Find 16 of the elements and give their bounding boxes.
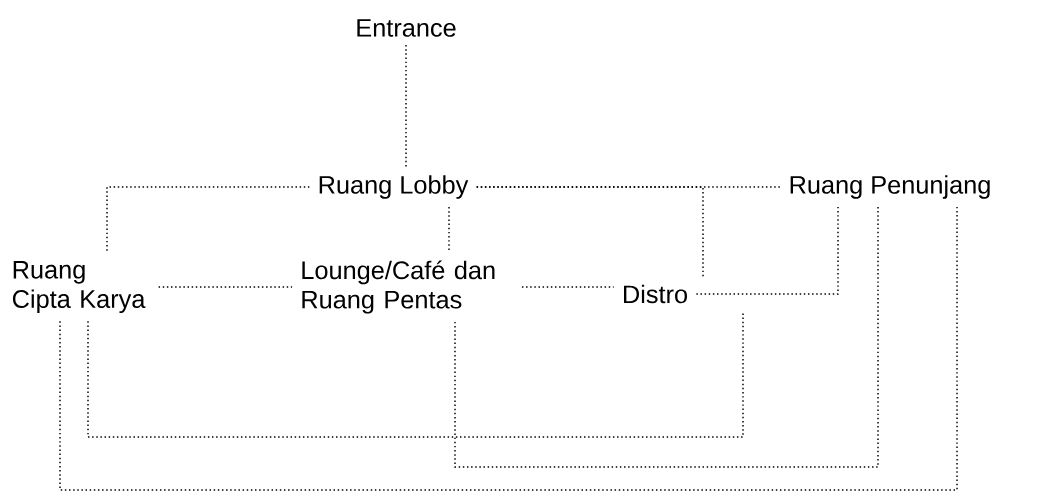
connector-line — [405, 44, 407, 168]
connector-line — [475, 186, 704, 278]
connector-line — [87, 310, 744, 438]
connector-line — [59, 206, 958, 491]
connector-line — [106, 186, 311, 254]
connector-line — [448, 206, 450, 253]
room-label: Ruang Cipta Karya — [12, 261, 146, 313]
room-label: Ruang Lobby — [319, 175, 469, 199]
connector-line — [157, 286, 293, 288]
room-label: Entrance — [357, 19, 456, 37]
connector-line — [695, 206, 839, 295]
room-label: Ruang Penunjang — [790, 175, 990, 199]
connector-line — [521, 286, 615, 288]
connector-line — [454, 206, 879, 468]
room-label: Lounge/Café dan Ruang Pentas — [302, 260, 495, 314]
room-label: Distro — [624, 284, 687, 304]
